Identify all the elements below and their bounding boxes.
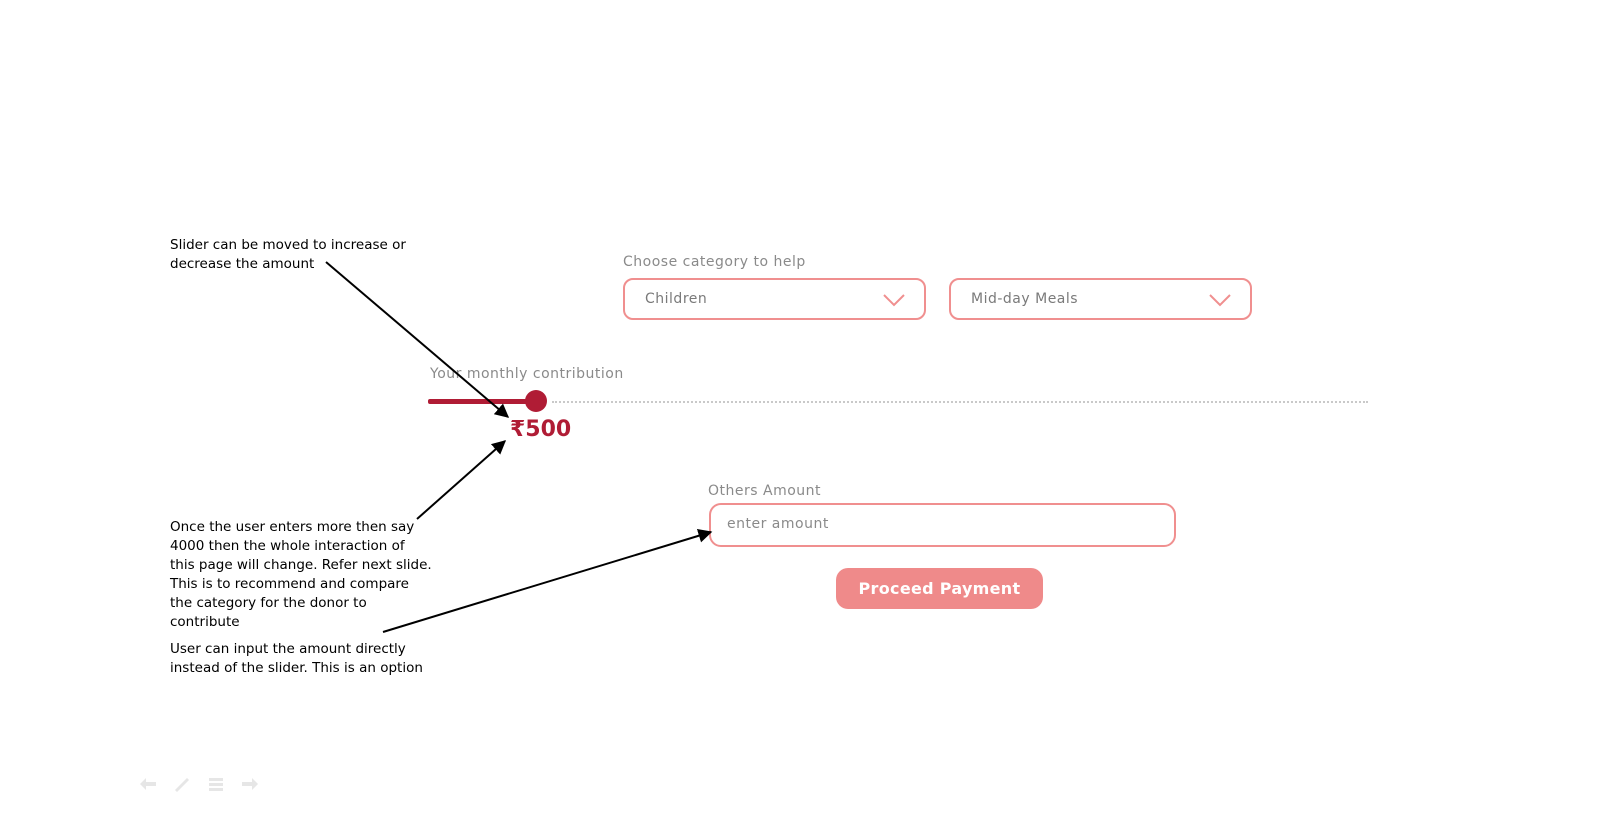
contribution-label: Your monthly contribution [430, 366, 624, 382]
slider-annotation: Slider can be moved to increase or decre… [170, 237, 406, 272]
slider-thumb[interactable] [525, 390, 547, 412]
chevron-down-icon [883, 294, 905, 307]
arrow-right-icon[interactable] [240, 776, 260, 792]
contribution-amount: ₹500 [510, 417, 572, 442]
proceed-payment-button[interactable]: Proceed Payment [836, 568, 1043, 609]
others-amount-label: Others Amount [708, 483, 822, 499]
slide-nav [138, 776, 260, 792]
arrow-to-amount [416, 440, 507, 520]
others-amount-input[interactable] [725, 515, 1149, 533]
contribution-slider[interactable] [428, 388, 1368, 416]
menu-icon[interactable] [206, 776, 226, 792]
threshold-annotation: Once the user enters more then say 4000 … [170, 519, 432, 630]
chevron-down-icon [1209, 294, 1231, 307]
slider-track-remaining [552, 401, 1368, 403]
arrow-left-icon[interactable] [138, 776, 158, 792]
category-select-primary[interactable]: Children [623, 278, 926, 320]
arrow-to-input [382, 528, 713, 633]
category-select-secondary[interactable]: Mid-day Meals [949, 278, 1252, 320]
category-primary-value: Children [645, 291, 708, 307]
others-amount-field[interactable] [709, 503, 1176, 547]
input-annotation: User can input the amount directly inste… [170, 641, 423, 676]
category-secondary-value: Mid-day Meals [971, 291, 1079, 307]
category-label: Choose category to help [623, 254, 806, 270]
pen-icon[interactable] [172, 776, 192, 792]
slider-track-filled [428, 399, 536, 404]
